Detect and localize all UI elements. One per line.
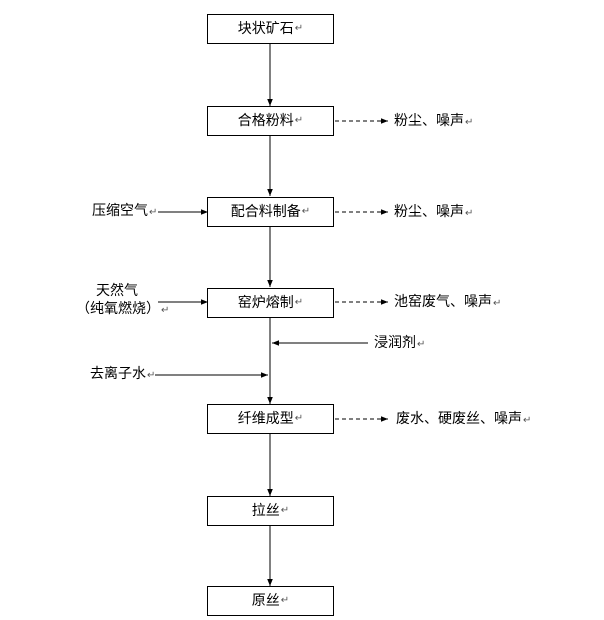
return-mark: ↵ — [280, 505, 290, 516]
return-mark: ↵ — [301, 206, 311, 217]
output-batch-emissions-label: 粉尘、噪声 — [394, 204, 464, 220]
step-label-raw-strand: 原丝 — [251, 593, 280, 609]
output-batch-emissions: 粉尘、噪声↵ — [394, 204, 473, 222]
step-label-fiber-forming: 纤维成型 — [237, 411, 294, 427]
output-kiln-emissions-label: 池窑废气、噪声 — [394, 294, 492, 310]
return-mark: ↵ — [493, 298, 502, 309]
step-label-drawing: 拉丝 — [251, 503, 280, 519]
output-kiln-emissions: 池窑废气、噪声↵ — [394, 294, 501, 312]
return-mark: ↵ — [417, 339, 426, 350]
input-wetting-agent: 浸润剂↵ — [374, 335, 425, 353]
return-mark: ↵ — [280, 595, 290, 606]
return-mark: ↵ — [294, 297, 304, 308]
step-box-ore: 块状矿石↵ — [207, 14, 334, 44]
output-powder-emissions: 粉尘、噪声↵ — [394, 113, 473, 131]
input-deionized-water-label: 去离子水 — [90, 366, 146, 382]
output-forming-emissions: 废水、硬废丝、噪声↵ — [396, 411, 531, 429]
input-deionized-water: 去离子水↵ — [90, 366, 155, 384]
step-box-drawing: 拉丝↵ — [207, 496, 334, 526]
step-label-kiln-melting: 窑炉熔制 — [237, 295, 294, 311]
return-mark: ↵ — [294, 413, 304, 424]
step-box-qualified-powder: 合格粉料↵ — [207, 106, 334, 136]
step-box-fiber-forming: 纤维成型↵ — [207, 404, 334, 434]
step-label-ore: 块状矿石 — [237, 21, 294, 37]
return-mark: ↵ — [149, 207, 158, 218]
step-label-qualified-powder: 合格粉料 — [237, 113, 294, 129]
return-mark: ↵ — [294, 23, 304, 34]
input-natural-gas: 天然气 （纯氧燃烧）↵ — [76, 283, 169, 319]
return-mark: ↵ — [465, 117, 474, 128]
step-label-batch-preparation: 配合料制备 — [230, 204, 301, 220]
return-mark: ↵ — [161, 305, 170, 316]
return-mark: ↵ — [523, 415, 532, 426]
input-compressed-air-label: 压缩空气 — [92, 203, 148, 219]
return-mark: ↵ — [294, 115, 304, 126]
step-box-batch-preparation: 配合料制备↵ — [207, 197, 334, 227]
return-mark: ↵ — [147, 370, 156, 381]
input-compressed-air: 压缩空气↵ — [92, 203, 157, 221]
output-forming-emissions-label: 废水、硬废丝、噪声 — [396, 411, 522, 427]
return-mark: ↵ — [465, 208, 474, 219]
step-box-kiln-melting: 窑炉熔制↵ — [207, 288, 334, 318]
output-powder-emissions-label: 粉尘、噪声 — [394, 113, 464, 129]
input-wetting-agent-label: 浸润剂 — [374, 335, 416, 351]
input-natural-gas-label: 天然气 — [96, 283, 138, 299]
step-box-raw-strand: 原丝↵ — [207, 586, 334, 616]
input-natural-gas-note: （纯氧燃烧） — [76, 301, 160, 317]
